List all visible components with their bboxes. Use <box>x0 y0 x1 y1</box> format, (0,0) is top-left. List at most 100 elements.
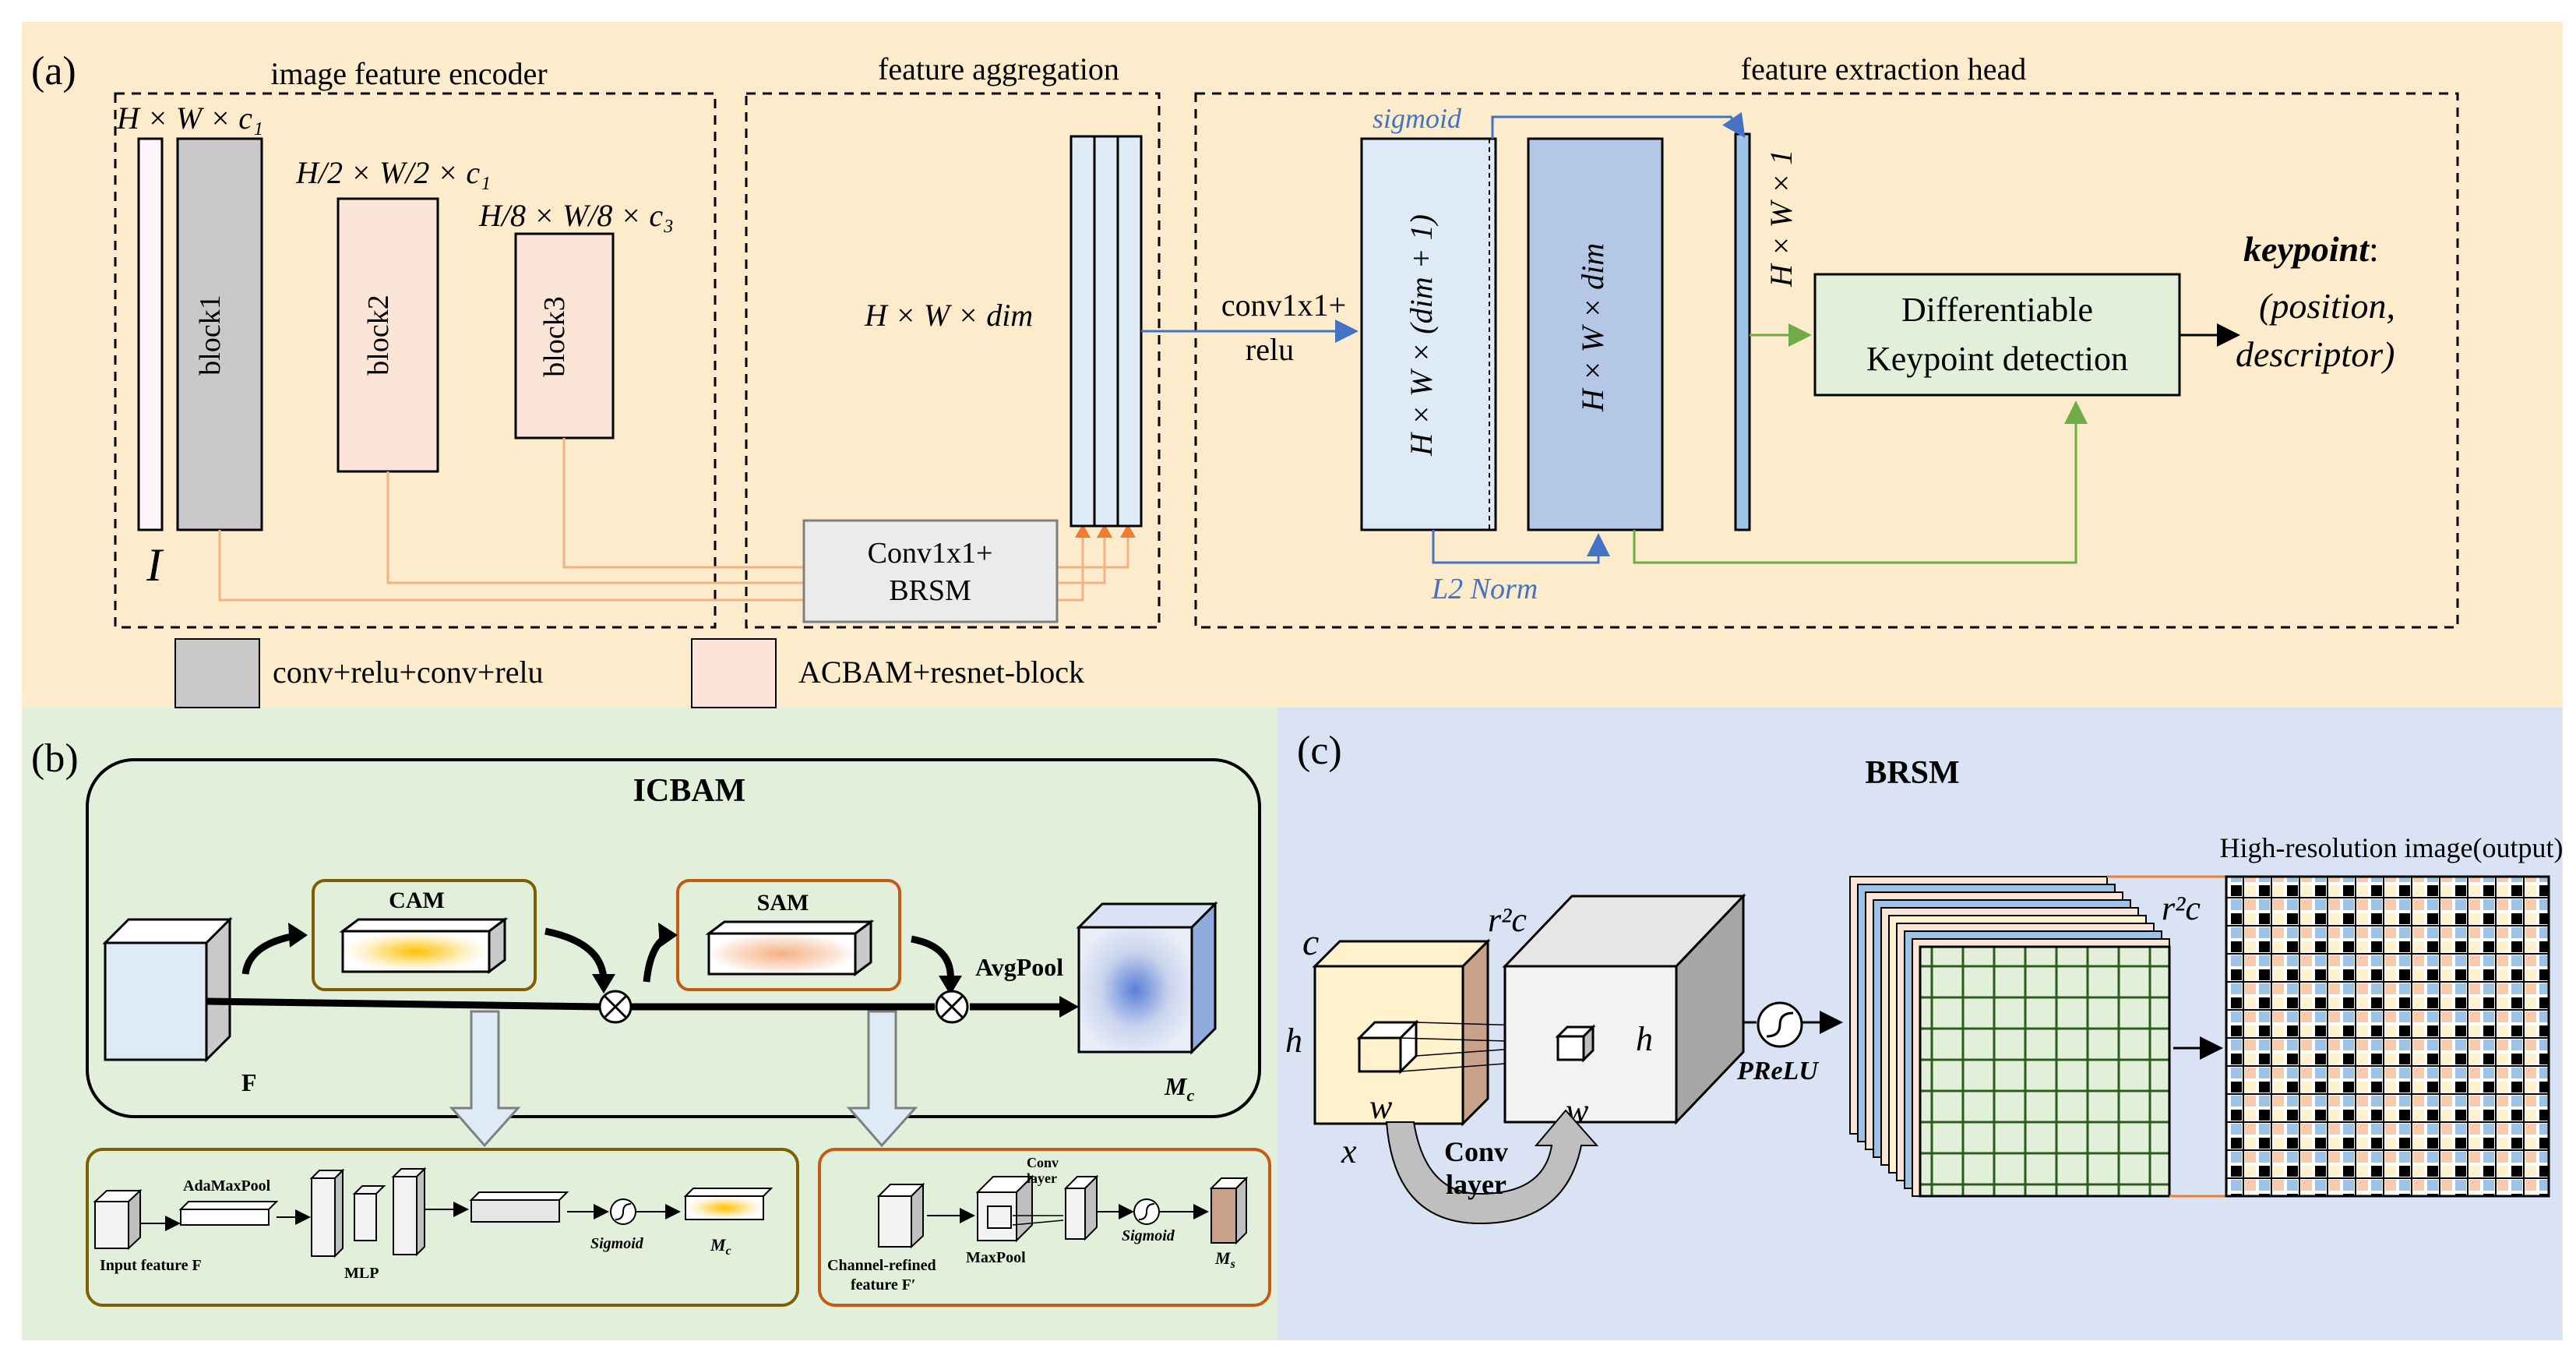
block1 <box>176 137 263 531</box>
block2 <box>337 197 439 473</box>
high-res-output-grid <box>2225 875 2550 1198</box>
head-title: feature extraction head <box>1741 51 2026 86</box>
dim-block2-label: H/2 × W/2 × c₁ <box>295 155 491 190</box>
sigmoid2-label: Sigmoid <box>1122 1227 1175 1244</box>
cam-detail-input <box>93 1188 143 1251</box>
dim-plus-label: H × W × (dim + 1) <box>1404 214 1439 457</box>
icbam-flow <box>206 927 1067 1011</box>
dim-block3-label: H/8 × W/8 × c₃ <box>478 198 674 233</box>
block1-label: block1 <box>194 295 227 375</box>
sigmoid-label: sigmoid <box>1373 103 1462 134</box>
dim-only-label: H × W × dim <box>1575 243 1610 412</box>
skip-arrowheads <box>1075 524 1136 538</box>
l2norm-label: L2 Norm <box>1431 573 1538 605</box>
head-group-box <box>1194 92 2459 629</box>
adamaxpool-bar <box>178 1201 279 1226</box>
maxpool-label: MaxPool <box>966 1249 1026 1266</box>
sigmoid1-label: Sigmoid <box>590 1235 644 1252</box>
conv-brsm-line2: BRSM <box>889 574 971 607</box>
cam-label: CAM <box>389 888 445 913</box>
descriptor-label: descriptor) <box>2236 334 2395 374</box>
conv-relu-line1: conv1x1+ <box>1221 288 1346 323</box>
cam-expand-arrow <box>449 1010 521 1148</box>
high-res-label: High-resolution image(output) <box>2220 832 2564 863</box>
output-cube-mc <box>1076 901 1218 1055</box>
legend-pink-swatch <box>691 638 777 708</box>
cam-detail-box <box>86 1148 799 1307</box>
legend-gray-label: conv+relu+conv+relu <box>273 655 544 690</box>
score-map-bar <box>1734 132 1751 531</box>
panel-c-label: (c) <box>1297 729 1342 773</box>
agg-dim-label: H × W × dim <box>864 298 1033 333</box>
descriptor-to-dkd-arrow <box>1633 401 2088 564</box>
sam-expand-arrow <box>846 1010 918 1148</box>
icbam-container <box>86 758 1261 1118</box>
icbam-arrowheads <box>288 923 1079 1018</box>
f-label: F <box>241 1068 257 1096</box>
block3 <box>514 232 615 439</box>
multiply-ops <box>598 990 969 1024</box>
r2c-1-label: r²c <box>1488 901 1527 939</box>
input-cube-yellow <box>1312 938 1491 1127</box>
encoder-group-box <box>114 92 717 629</box>
panel-a-label: (a) <box>31 49 76 94</box>
channel-refined-line1: Channel-refined <box>827 1257 936 1274</box>
w1-label: w <box>1369 1088 1393 1126</box>
sigmoid2-curve-icon <box>1138 1203 1155 1220</box>
mlp-label: MLP <box>344 1265 379 1282</box>
h1-label: h <box>1285 1022 1302 1060</box>
h2-label: h <box>1636 1020 1653 1058</box>
icbam-title: ICBAM <box>633 773 746 809</box>
dkd-box <box>1813 273 2181 397</box>
input-cube-f <box>102 916 233 1063</box>
avgpool-label: AvgPool <box>975 953 1063 981</box>
c-label: c <box>1302 922 1319 963</box>
prelu-label: PReLU <box>1736 1057 1820 1085</box>
dim-input-label: H × W × c₁ <box>116 101 263 136</box>
maxpool-cube <box>975 1174 1034 1243</box>
subpixel-front-grid <box>1919 945 2171 1198</box>
cam-detail-mc <box>683 1188 774 1220</box>
legend-gray-swatch <box>174 638 260 708</box>
dim-one-label: H × W × 1 <box>1764 150 1799 288</box>
conv-relu-line2: relu <box>1246 332 1294 367</box>
encoder-title: image feature encoder <box>270 56 547 91</box>
dkd-line1: Differentiable <box>1901 291 2093 329</box>
cam-detail-pooled <box>469 1191 569 1223</box>
prelu-curve-icon <box>1766 1011 1794 1038</box>
conv-layer-curve <box>1385 1109 1599 1225</box>
r2c-2-label: r²c <box>2162 889 2201 927</box>
conv-layer-cube <box>1063 1174 1099 1241</box>
mc-label: Mc <box>1164 1072 1194 1105</box>
block2-label: block2 <box>362 295 395 375</box>
aggregation-title: feature aggregation <box>878 51 1119 86</box>
sigmoid-arrow <box>1491 111 1746 139</box>
sam-label: SAM <box>757 890 809 916</box>
input-image-bar <box>137 137 164 531</box>
aggregation-group-box <box>745 92 1161 629</box>
adamaxpool-label: AdaMaxPool <box>183 1177 271 1195</box>
expanded-cube-gray <box>1502 893 1746 1125</box>
l2norm-arrow <box>1432 530 1610 564</box>
input-symbol: I <box>146 539 164 591</box>
head-feature-dim-plus <box>1360 137 1497 531</box>
conv-layer-line1: Conv <box>1027 1155 1059 1170</box>
head-feature-dim <box>1527 137 1664 531</box>
aggregated-feature-stack <box>1070 135 1143 528</box>
channel-refined-line2: feature F′ <box>851 1276 916 1294</box>
panel-b-label: (b) <box>31 736 79 781</box>
conv-brsm-box <box>802 519 1059 623</box>
conv-layer-line2: layer <box>1027 1170 1057 1186</box>
cam-feature <box>339 917 509 974</box>
position-label: (position, <box>2259 286 2395 326</box>
dkd-line2: Keypoint detection <box>1866 340 2128 378</box>
keypoint-label: keypoint: <box>2243 229 2379 269</box>
conv-brsm-line1: Conv1x1+ <box>868 537 993 570</box>
conv-label-line1: Conv <box>1444 1136 1508 1167</box>
mlp-layers <box>309 1167 427 1258</box>
sam-feature <box>705 919 875 976</box>
sigmoid-curve-icon <box>615 1203 632 1220</box>
sam-detail-link2 <box>1012 1220 1064 1226</box>
sam-detail-ms <box>1209 1176 1249 1245</box>
